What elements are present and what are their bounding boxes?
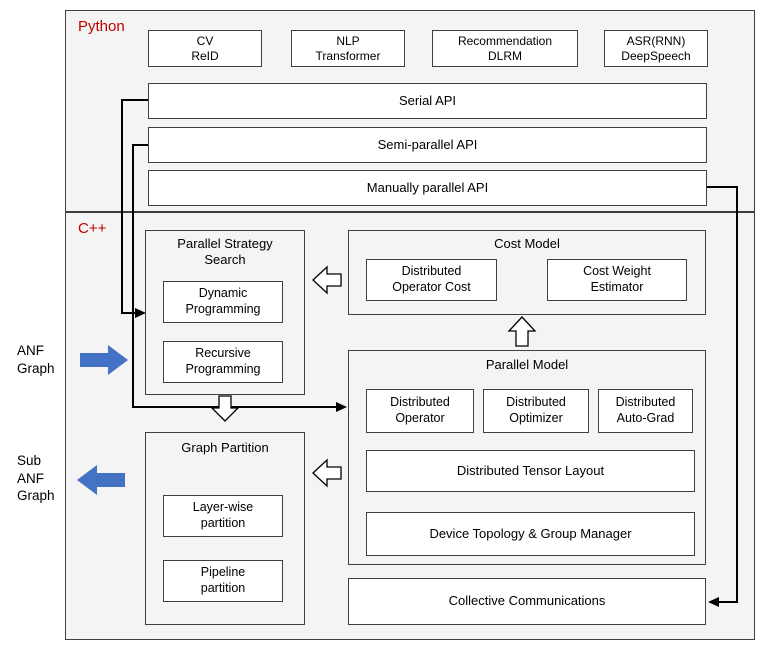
distributed-operator-cost-box: Distributed Operator Cost [366,259,497,301]
cost-model-box [348,230,706,315]
sub-anf-graph-label: Sub ANF Graph [17,453,55,504]
graph-partition-box [145,432,305,625]
distributed-tensor-layout-box: Distributed Tensor Layout [366,450,695,492]
distributed-auto-grad-box: Distributed Auto-Grad [598,389,693,433]
app-box-cv-reid: CV ReID [148,30,262,67]
parallel-model-box [348,350,706,565]
parallel-model-title: Parallel Model [485,357,569,372]
api-bar-semi-parallel: Semi-parallel API [148,127,707,163]
dynamic-programming-box: Dynamic Programming [163,281,283,323]
app-box-nlp-transformer: NLP Transformer [291,30,405,67]
python-label: Python [78,18,125,35]
layer-wise-partition-box: Layer-wise partition [163,495,283,537]
cpp-label: C++ [78,220,107,237]
cost-model-title: Cost Model [494,236,560,251]
pipeline-partition-box: Pipeline partition [163,560,283,602]
recursive-programming-box: Recursive Programming [163,341,283,383]
anf-graph-label: ANF Graph [17,343,55,376]
app-box-recommendation-dlrm: Recommendation DLRM [432,30,578,67]
collective-communications-box: Collective Communications [348,578,706,625]
distributed-operator-box: Distributed Operator [366,389,474,433]
device-topology-group-manager-box: Device Topology & Group Manager [366,512,695,556]
cost-weight-estimator-box: Cost Weight Estimator [547,259,687,301]
parallel-strategy-search-title: Parallel Strategy Search [177,236,273,268]
api-bar-serial: Serial API [148,83,707,119]
distributed-optimizer-box: Distributed Optimizer [483,389,589,433]
graph-partition-title: Graph Partition [181,440,269,455]
app-box-asr-deepspeech: ASR(RNN) DeepSpeech [604,30,708,67]
api-bar-manually-parallel: Manually parallel API [148,170,707,206]
